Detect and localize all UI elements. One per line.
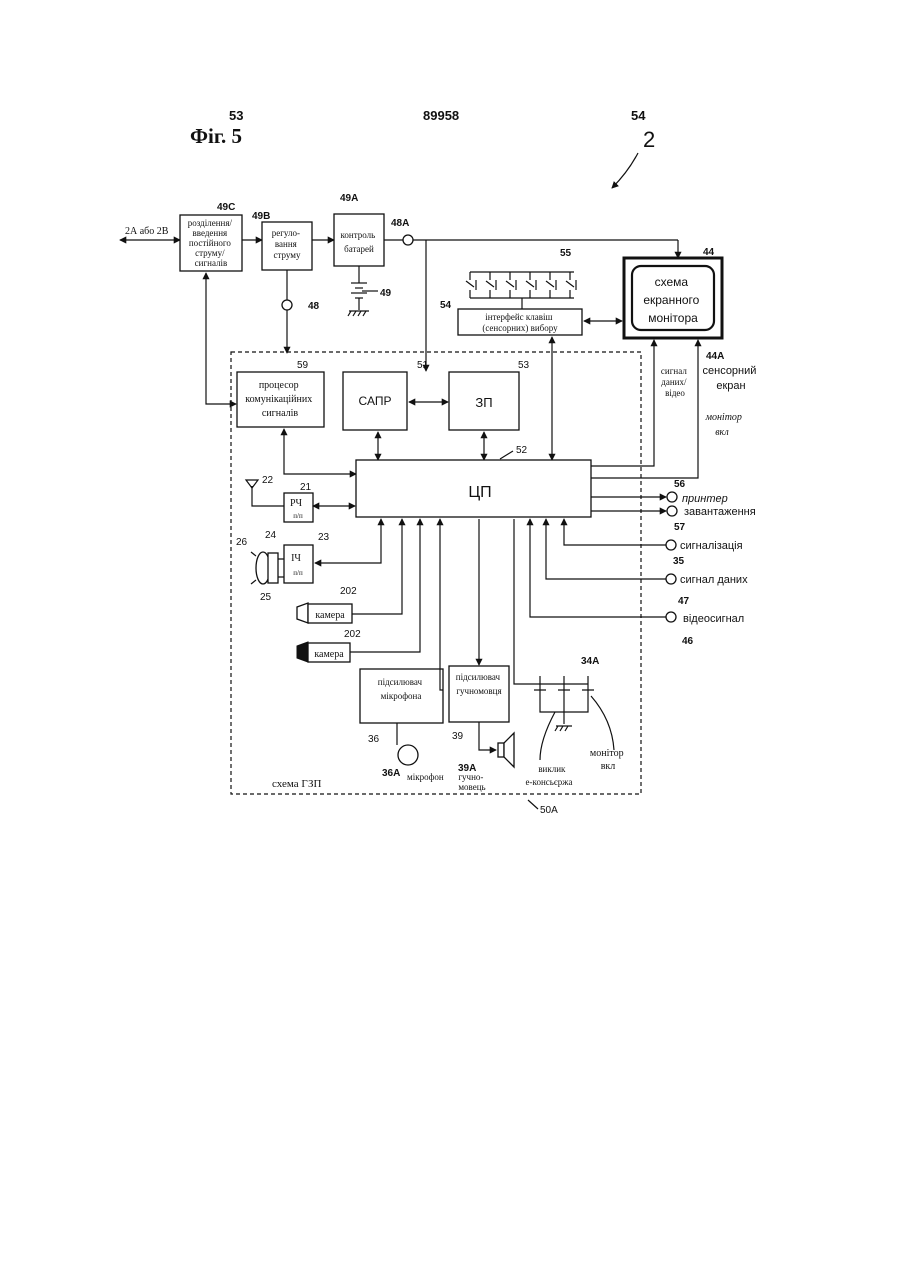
block-dc-separation-text: розділення/ введення постійного струму/ … (188, 218, 234, 268)
terminal-48a (403, 235, 413, 245)
wire-cpu-monitor-data (591, 340, 654, 466)
ref-35: 35 (673, 556, 685, 567)
block-sapr-text: САПР (359, 394, 392, 408)
ref-36a: 36А (382, 768, 400, 779)
loading-label: завантаження (684, 506, 756, 518)
gzp-label: схема ГЗП (272, 778, 322, 790)
ref-22: 22 (262, 475, 274, 486)
concierge-label: виклик е-консьєржа (526, 764, 573, 787)
terminal-56 (667, 492, 677, 502)
ref-25: 25 (260, 592, 272, 603)
terminal-46 (666, 612, 676, 622)
ref-47: 47 (678, 596, 690, 607)
ref-39: 39 (452, 731, 464, 742)
wire-speaker (479, 722, 496, 750)
ref-49b: 49В (252, 211, 270, 222)
ref-44a: 44А (706, 351, 724, 362)
block-battery-control (334, 214, 384, 266)
terminal-35 (666, 540, 676, 550)
wire-antenna (252, 486, 284, 506)
speaker-label: гучно- мовець (458, 772, 485, 792)
ir-diode-icon (251, 552, 284, 584)
wire-59-cpu (284, 429, 356, 474)
ref-36: 36 (368, 734, 380, 745)
wire-switches-cpu (514, 519, 540, 684)
ref-57: 57 (674, 522, 686, 533)
ref-44: 44 (703, 247, 715, 258)
wire-mic-amp-cpu (440, 519, 443, 690)
ref-34a: 34А (581, 656, 599, 667)
terminal-47 (666, 574, 676, 584)
switch-block-icon (534, 676, 594, 731)
ref-53: 53 (518, 360, 530, 371)
ref-59: 59 (297, 360, 309, 371)
monitor-on-label-right: монітор вкл (705, 412, 745, 438)
keypad-switches (466, 272, 576, 298)
data-video-label: сигнал даних/ відео (661, 366, 689, 398)
ref-46: 46 (682, 636, 694, 647)
camera-label-2: камера (314, 649, 344, 660)
ref-50a: 50А (540, 805, 558, 816)
speaker-icon (498, 733, 514, 767)
wire-cpu-monitor-on (591, 340, 698, 478)
ref-56: 56 (674, 479, 686, 490)
ref-23: 23 (318, 532, 330, 543)
ref-main: 2 (643, 127, 655, 152)
touch-screen-label: сенсорний екран (703, 365, 760, 392)
camera-label-1: камера (315, 610, 345, 621)
ref-48: 48 (308, 301, 320, 312)
ref-55: 55 (560, 248, 572, 259)
wire-video-signal (530, 519, 666, 617)
ref-21: 21 (300, 482, 312, 493)
video-signal-label: відеосигнал (683, 613, 744, 625)
battery-ground-hatch (348, 311, 366, 316)
ref-24: 24 (265, 530, 277, 541)
leader-50a (528, 800, 538, 809)
ref-52: 52 (516, 445, 528, 456)
ref-202-second: 202 (344, 629, 361, 640)
leader-concierge (540, 712, 555, 760)
ref-main-arrow (612, 153, 638, 188)
ref-51: 51 (417, 360, 429, 371)
wire-49c-59 (206, 273, 236, 404)
wire-signalling (564, 519, 666, 545)
ref-54: 54 (440, 300, 452, 311)
microphone-icon (398, 745, 418, 765)
microphone-label: мікрофон (407, 772, 444, 782)
block-ir (284, 545, 313, 583)
block-zp-text: ЗП (475, 395, 492, 410)
block-cpu-text: ЦП (468, 484, 491, 501)
wire-camera-1 (352, 519, 402, 614)
ref-49: 49 (380, 288, 392, 299)
ref-26: 26 (236, 537, 248, 548)
monitor-on-label-bottom: монітор вкл (590, 748, 626, 772)
data-signal-label: сигнал даних (680, 574, 748, 586)
ref-48a: 48А (391, 218, 409, 229)
terminal-48 (282, 300, 292, 310)
ref-202-first: 202 (340, 586, 357, 597)
signalling-label: сигналізація (680, 540, 743, 552)
ref-49a: 49А (340, 193, 358, 204)
block-key-interface-text: інтерфейс клавіш (сенсорних) вибору (482, 312, 558, 333)
printer-label: принтер (682, 493, 728, 505)
leader-monitor-on (591, 696, 614, 750)
terminal-57 (667, 506, 677, 516)
input-label: 2А або 2В (125, 226, 169, 237)
leader-52 (500, 451, 513, 459)
block-current-regulation-text: регуло- вання струму (272, 228, 303, 260)
ref-49c: 49С (217, 202, 235, 213)
